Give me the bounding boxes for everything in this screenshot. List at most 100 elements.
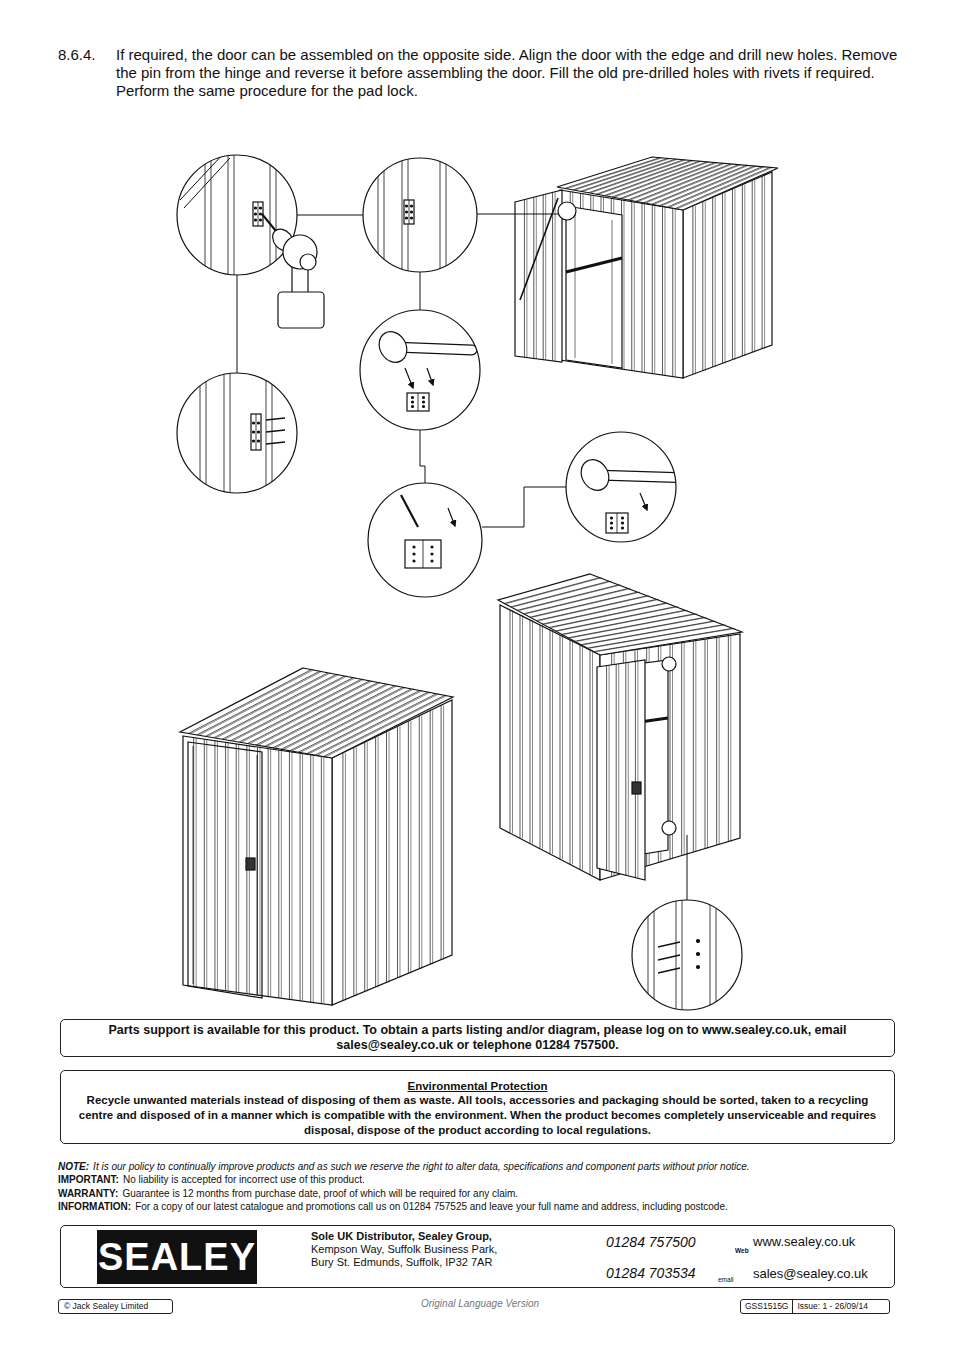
panel-rib bbox=[260, 747, 261, 995]
panel-rib bbox=[248, 681, 370, 744]
panel-rib bbox=[552, 603, 669, 628]
hinge bbox=[407, 393, 429, 411]
footer-text: 01284 703534 bbox=[606, 1265, 716, 1282]
panel-rib bbox=[583, 159, 678, 191]
hinge bbox=[251, 414, 261, 450]
panel-rib bbox=[530, 620, 531, 844]
note-text: For a copy of our latest catalogue and p… bbox=[135, 1201, 728, 1212]
detail-marker bbox=[662, 821, 676, 835]
panel-rib bbox=[193, 738, 194, 987]
panel-rib bbox=[570, 640, 571, 864]
outline-line bbox=[654, 895, 655, 1015]
panel-rib bbox=[378, 737, 379, 987]
detail-leader bbox=[420, 272, 421, 310]
detail-marker bbox=[662, 657, 676, 671]
pad-lock bbox=[632, 782, 641, 794]
panel-rib bbox=[196, 738, 197, 987]
panel-rib bbox=[558, 607, 678, 631]
panel-rib bbox=[628, 663, 629, 875]
outline-line bbox=[682, 895, 683, 1015]
outline-line bbox=[676, 895, 677, 1015]
panel-rib bbox=[323, 756, 324, 1003]
box-text: Issue: 1 - 26/09/14 bbox=[793, 1300, 871, 1313]
panel-rib bbox=[270, 749, 271, 997]
panel-rib bbox=[530, 592, 638, 617]
panel-rib bbox=[397, 726, 398, 977]
panel-rib bbox=[616, 664, 617, 873]
outline-line bbox=[658, 955, 680, 960]
icon-caption: email bbox=[718, 1276, 742, 1283]
box-text: GSS1515G bbox=[741, 1300, 793, 1313]
panel-rib bbox=[536, 197, 537, 358]
panel-rib bbox=[665, 207, 666, 375]
box-text: Environmental Protection bbox=[71, 1079, 884, 1093]
motion-arrow bbox=[448, 508, 455, 526]
footer-box: Sole UK Distributor, Sealey Group,Kempso… bbox=[60, 1225, 895, 1288]
outline-line bbox=[648, 895, 649, 1015]
panel-rib bbox=[540, 625, 541, 849]
panel-rib bbox=[278, 750, 279, 998]
note-heading: IMPORTANT: bbox=[58, 1174, 119, 1185]
panel-rib bbox=[580, 645, 581, 870]
note-heading: WARRANTY: bbox=[58, 1188, 118, 1199]
panel-rib bbox=[268, 749, 269, 997]
panel-rib bbox=[324, 695, 445, 756]
panel-rib bbox=[659, 166, 754, 206]
panel-rib bbox=[582, 645, 583, 870]
box-text: © Jack Sealey Limited bbox=[64, 1301, 167, 1312]
panel-rib bbox=[214, 674, 337, 737]
detail-leader bbox=[477, 214, 558, 215]
note-text: Guarantee is 12 months from purchase dat… bbox=[122, 1188, 518, 1199]
outline-line bbox=[440, 155, 441, 275]
detail-circle bbox=[566, 432, 676, 542]
panel-rib bbox=[590, 650, 591, 875]
panel-rib bbox=[678, 167, 773, 208]
panel-rib bbox=[188, 670, 311, 734]
detail-leader bbox=[237, 275, 238, 373]
outline-line bbox=[658, 942, 680, 947]
panel-rib bbox=[684, 643, 685, 856]
panel-rib bbox=[326, 695, 447, 756]
panel-rib bbox=[705, 639, 706, 848]
panel-rib bbox=[695, 641, 696, 852]
panel-rib bbox=[596, 628, 735, 651]
panel-rib bbox=[587, 625, 723, 648]
note-text: It is our policy to continually improve … bbox=[93, 1161, 749, 1172]
shed-panel bbox=[566, 206, 622, 368]
panel-rib bbox=[572, 640, 573, 864]
panel-rib bbox=[517, 585, 618, 610]
box-text: Parts support is available for this prod… bbox=[71, 1023, 884, 1053]
panel-rib bbox=[204, 739, 205, 988]
brand-name: SEALEY bbox=[98, 1237, 256, 1277]
panel-rib bbox=[313, 755, 314, 1002]
panel-rib bbox=[719, 638, 720, 846]
hammer-head bbox=[576, 455, 615, 496]
panel-rib bbox=[692, 206, 693, 375]
panel-rib bbox=[238, 744, 239, 992]
motion-arrow bbox=[640, 493, 647, 510]
panel-rib bbox=[634, 202, 635, 371]
panel-rib bbox=[575, 618, 705, 642]
detail-marker bbox=[558, 202, 576, 220]
panel-rib bbox=[609, 666, 610, 871]
outline-line bbox=[270, 150, 271, 280]
info-box: Parts support is available for this prod… bbox=[60, 1019, 895, 1057]
panel-rib bbox=[716, 638, 717, 846]
notice-box: Environmental ProtectionRecycle unwanted… bbox=[60, 1070, 895, 1144]
outline-line bbox=[193, 746, 194, 984]
panel-rib bbox=[197, 671, 320, 735]
panel-rib bbox=[545, 599, 659, 624]
shed-panel bbox=[597, 660, 645, 880]
detail-leader bbox=[482, 487, 566, 527]
panel-rib bbox=[550, 630, 551, 854]
copyright-box: © Jack Sealey Limited bbox=[58, 1299, 173, 1314]
panel-rib bbox=[520, 585, 621, 610]
panel-rib bbox=[264, 684, 386, 746]
panel-rib bbox=[654, 205, 655, 374]
panel-rib bbox=[734, 189, 735, 360]
panel-rib bbox=[367, 742, 368, 991]
panel-rib bbox=[375, 737, 376, 987]
shed-panel bbox=[180, 668, 453, 758]
panel-rib bbox=[583, 621, 716, 645]
